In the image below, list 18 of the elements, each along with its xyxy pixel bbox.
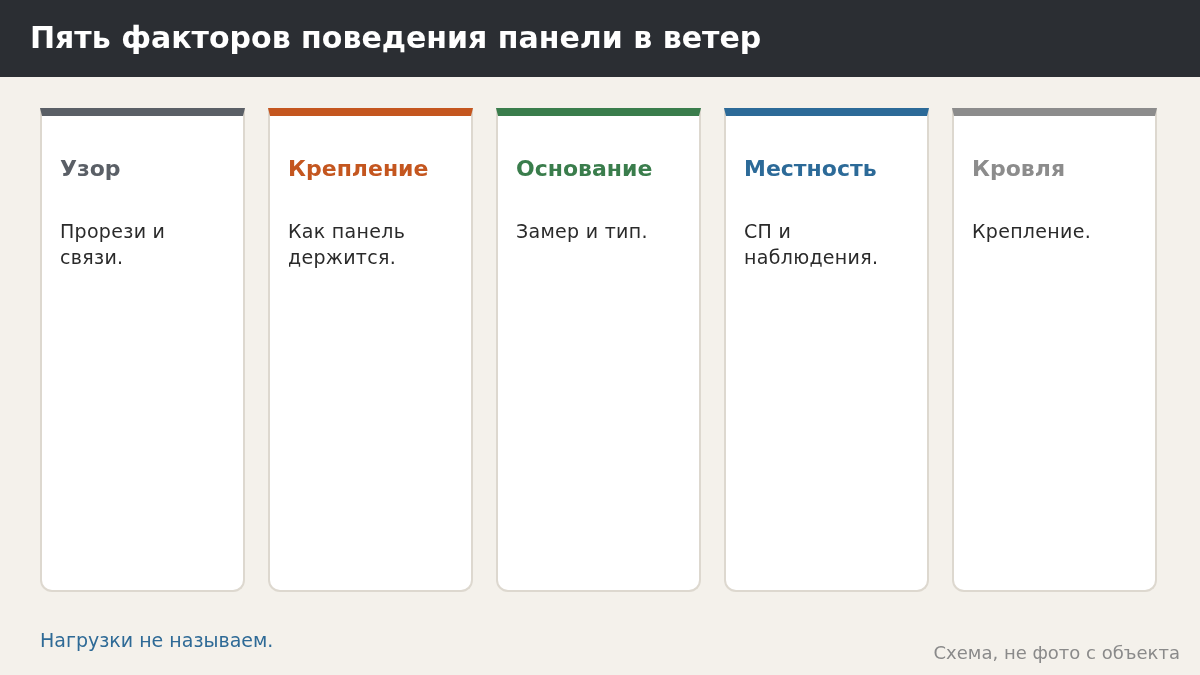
card (952, 108, 1157, 592)
card-text: Прорези и связи. (60, 219, 167, 270)
card-text: СП и наблюдения. (744, 219, 880, 270)
card-heading: Кровля (972, 155, 1065, 183)
card-heading: Узор (60, 155, 121, 183)
card-heading: Крепление (288, 155, 429, 183)
note: Схема, не фото с объекта (933, 641, 1180, 665)
card-text: Крепление. (972, 219, 1092, 244)
title: Пять факторов поведения панели в ветер (30, 19, 762, 57)
card (268, 108, 473, 592)
card-text: Как панель держится. (288, 219, 407, 270)
card (724, 108, 929, 592)
card-text: Замер и тип. (516, 219, 649, 244)
card (496, 108, 701, 592)
note: Нагрузки не называем. (40, 628, 274, 653)
card-heading: Местность (744, 155, 877, 183)
card (40, 108, 245, 592)
card-heading: Основание (516, 155, 653, 183)
